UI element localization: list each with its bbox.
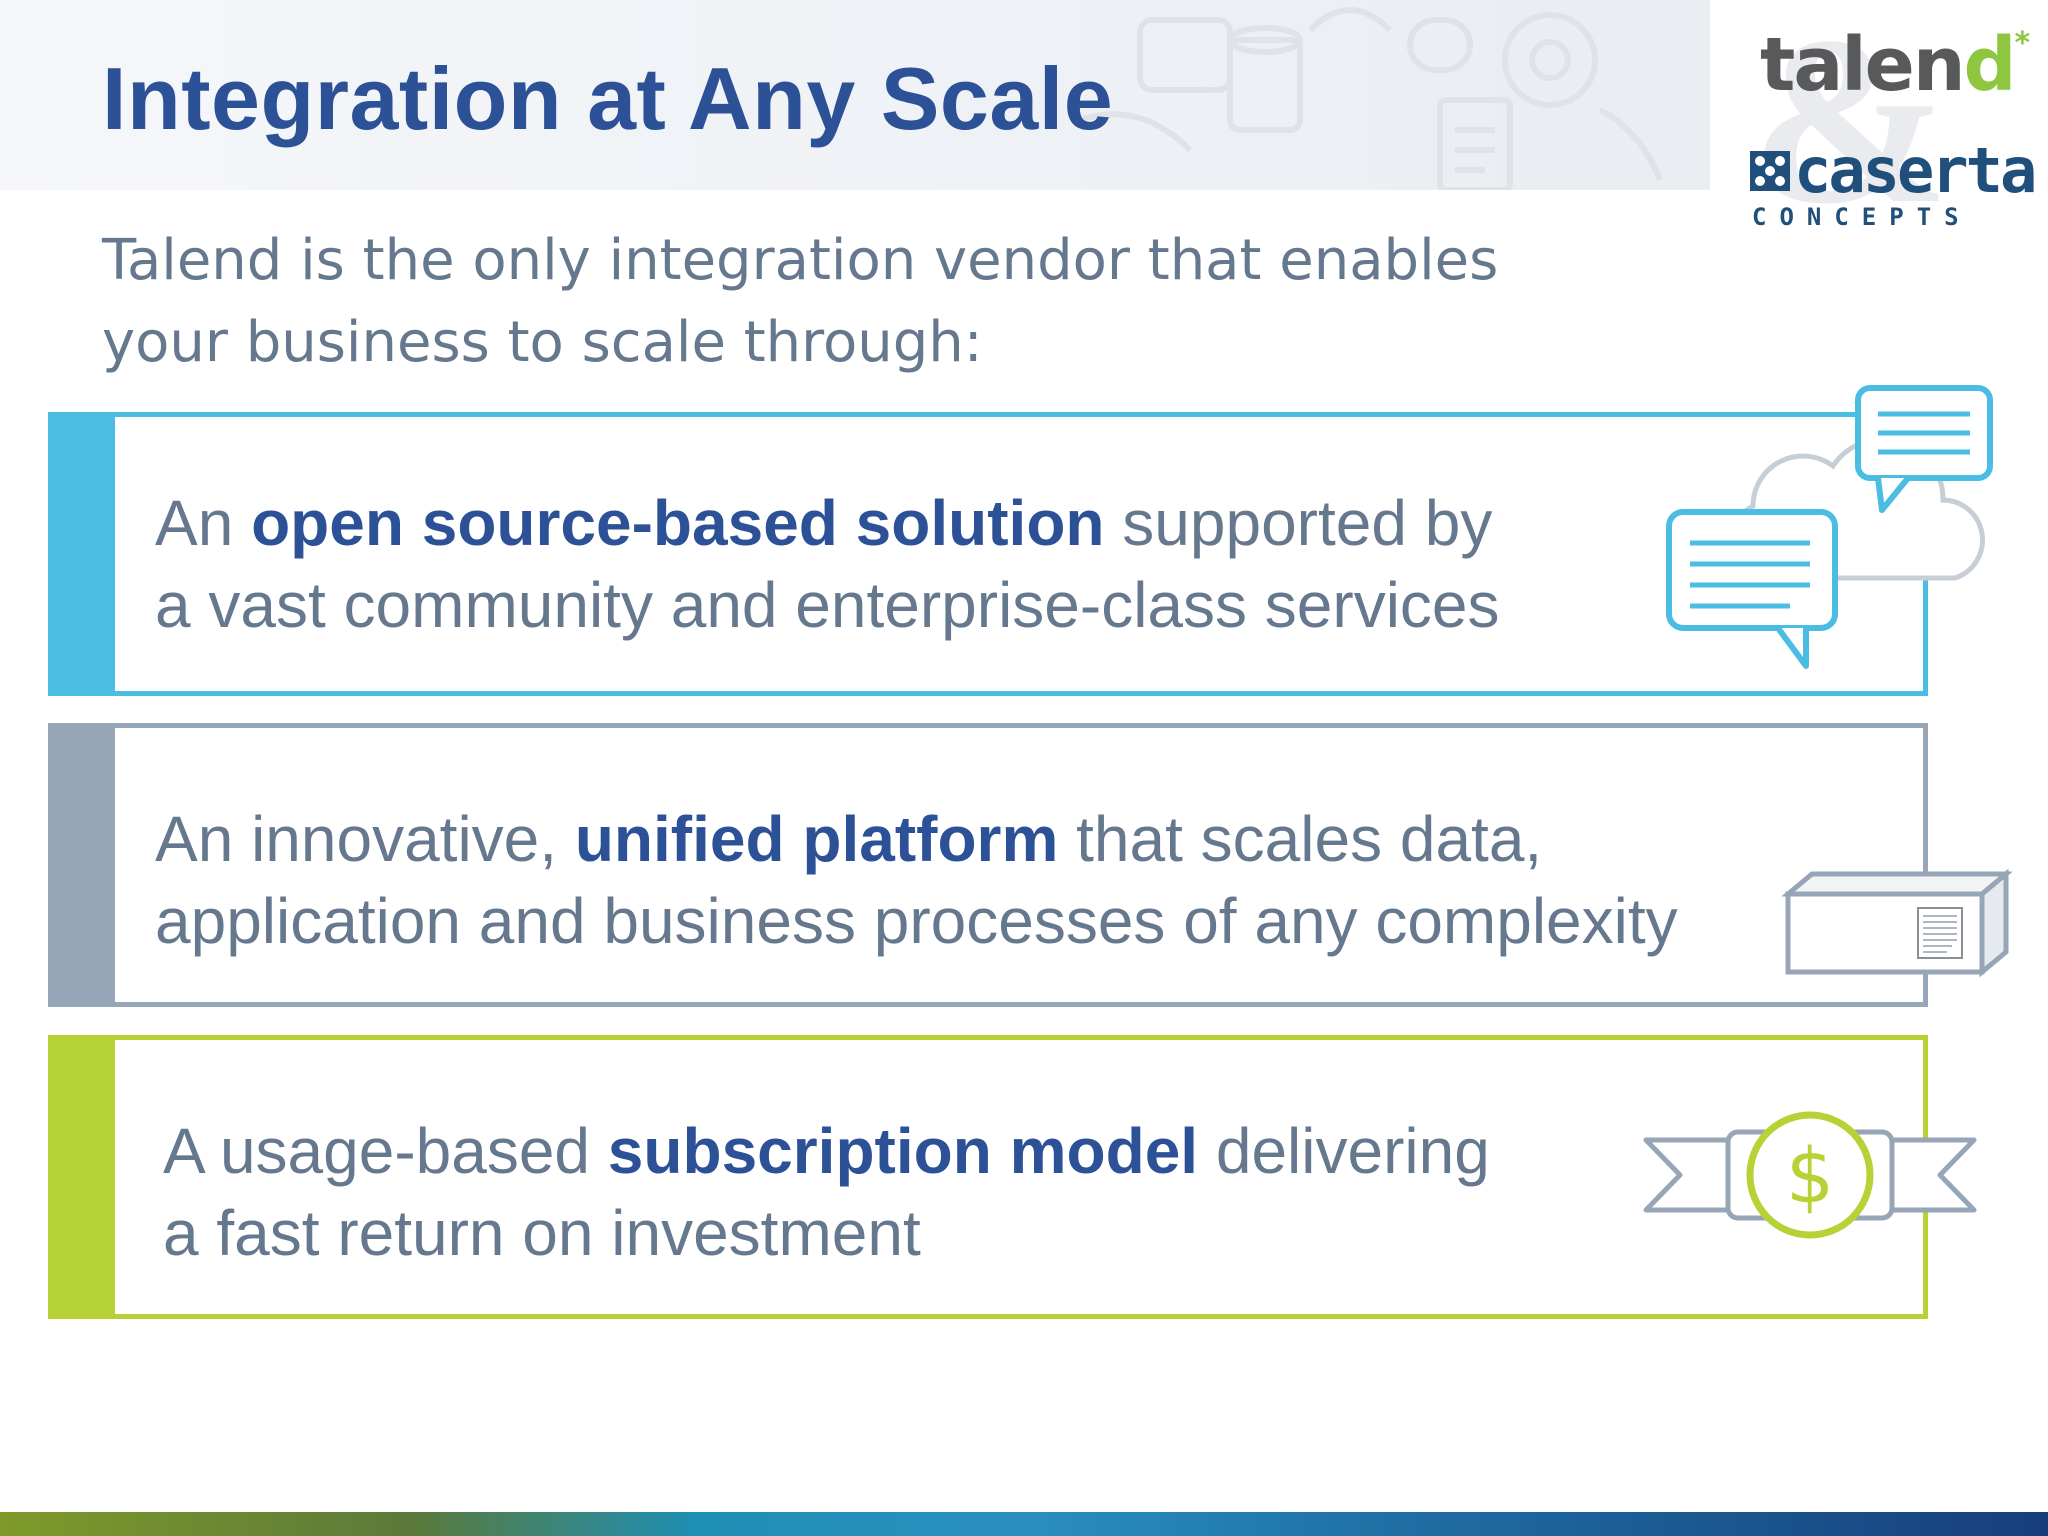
card-highlight: open source-based solution [251,487,1105,559]
card-accent-bar [53,417,115,691]
card-text: A usage-based subscription model deliver… [163,1115,1490,1269]
card-text: An innovative, unified platform that sca… [155,803,1678,957]
talend-logo: talend* [1760,22,2030,108]
card-text: An open source-based solution supported … [155,487,1500,641]
caserta-tagline: CONCEPTS [1752,203,1972,231]
card-accent-bar [53,1040,115,1314]
ampersand-decoration: & [1750,0,1950,253]
dollar-sign: $ [1786,1131,1834,1220]
bottom-band [0,1512,2048,1536]
header-band [0,0,1710,190]
card-highlight: subscription model [607,1115,1199,1187]
caserta-mark-icon [1750,150,1790,191]
caserta-logo: caserta [1750,140,2037,202]
logo-area: & talend* caserta CONCEPTS [1710,0,2048,250]
dollar-ribbon-icon: $ [1643,1111,1977,1239]
intro-text: Talend is the only integration vendor th… [102,228,1499,375]
card-open-source: An open source-based solution supported … [48,412,1928,696]
card-highlight: unified platform [574,803,1059,875]
card-accent-bar [53,728,115,1002]
chat-cloud-icon [1666,385,1993,669]
card-subscription-model: A usage-based subscription model deliver… [48,1035,1928,1319]
header-decoration [1080,7,1663,190]
card-unified-platform: An innovative, unified platform that sca… [48,723,1928,1007]
box-icon [1782,868,2012,978]
slide-title: Integration at Any Scale [102,49,1114,148]
